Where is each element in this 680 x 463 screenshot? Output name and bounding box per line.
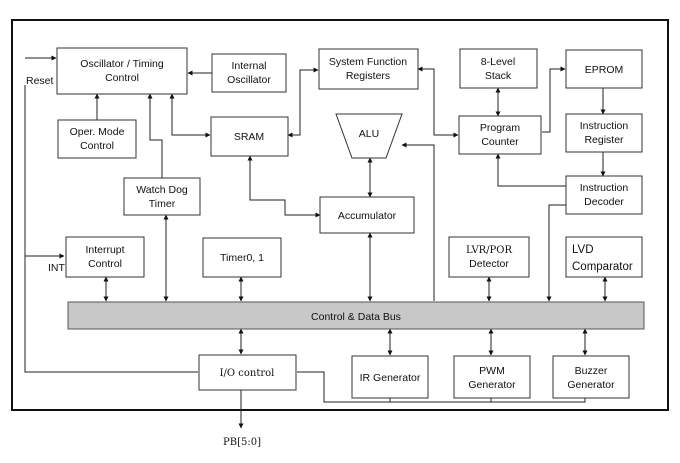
block-label: Buzzer [575,365,608,377]
bus-label: Control & Data Bus [311,311,401,323]
watch-dog-timer-block: Watch Dog Timer [123,177,201,216]
oper-mode-control-block: Oper. Mode Control [57,119,137,159]
block-label: Registers [346,70,390,82]
lvr-por-detector-block: LVR/POR Detector [448,236,530,278]
instruction-register-block: Instruction Register [565,113,643,153]
block-label: LVD [572,244,594,256]
instruction-decoder-block: Instruction Decoder [565,175,643,215]
sram-block: SRAM [210,116,289,157]
block-label: Register [584,134,624,146]
block-label: EPROM [585,64,624,76]
connections [24,55,608,429]
block-label: PWM [479,365,505,377]
block-label: LVR/POR [466,245,513,256]
accumulator-block: Accumulator [319,196,415,234]
control-data-bus: Control & Data Bus [67,301,645,330]
block-label: Detector [469,258,509,270]
block-label: Program [480,122,521,134]
ir-generator-block: IR Generator [351,355,429,399]
block-label: Oscillator [227,74,271,86]
buzzer-generator-block: Buzzer Generator [552,355,630,399]
pwm-generator-block: PWM Generator [453,355,531,399]
oscillator-timing-control-block: Oscillator / Timing Control [56,47,188,95]
block-label: Stack [485,70,512,82]
internal-oscillator-block: Internal Oscillator [211,53,287,93]
timer-block: Timer0, 1 [202,237,282,278]
stack-block: 8-Level Stack [459,48,538,89]
block-label: Timer [149,198,176,210]
block-label: Instruction [580,120,629,132]
alu-block: ALU [335,113,403,159]
block-label: ALU [359,128,379,140]
pb-port-label: PB[5:0] [223,437,261,448]
system-function-registers-block: System Function Registers [318,48,419,90]
block-label: Control [88,258,122,270]
int-signal-label: INT [48,262,66,274]
block-label: Timer0, 1 [220,252,264,264]
block-label: Decoder [584,196,624,208]
reset-signal-label: Reset [26,75,54,87]
block-label: Accumulator [338,210,397,222]
io-control-block: I/O control [198,354,297,391]
block-label: Oscillator / Timing [80,58,164,70]
eprom-block: EPROM [565,49,643,89]
block-label: Counter [481,136,519,148]
block-label: Oper. Mode [70,126,125,138]
block-label: System Function [329,56,407,68]
lvd-comparator-block: LVD Comparator [565,236,643,278]
block-label: IR Generator [360,372,421,384]
block-label: Generator [567,379,615,391]
block-label: Watch Dog [136,184,188,196]
block-label: Instruction [580,182,629,194]
block-label: Internal [231,60,266,72]
chip-boundary [11,19,669,411]
program-counter-block: Program Counter [458,115,542,155]
block-label: Comparator [572,261,633,273]
block-label: Generator [468,379,516,391]
block-label: I/O control [220,368,275,379]
interrupt-control-block: Interrupt Control [65,236,145,278]
block-label: Control [105,72,139,84]
block-label: Control [80,140,114,152]
block-label: SRAM [234,131,264,143]
block-label: Interrupt [85,244,124,256]
block-label: 8-Level [481,56,515,68]
